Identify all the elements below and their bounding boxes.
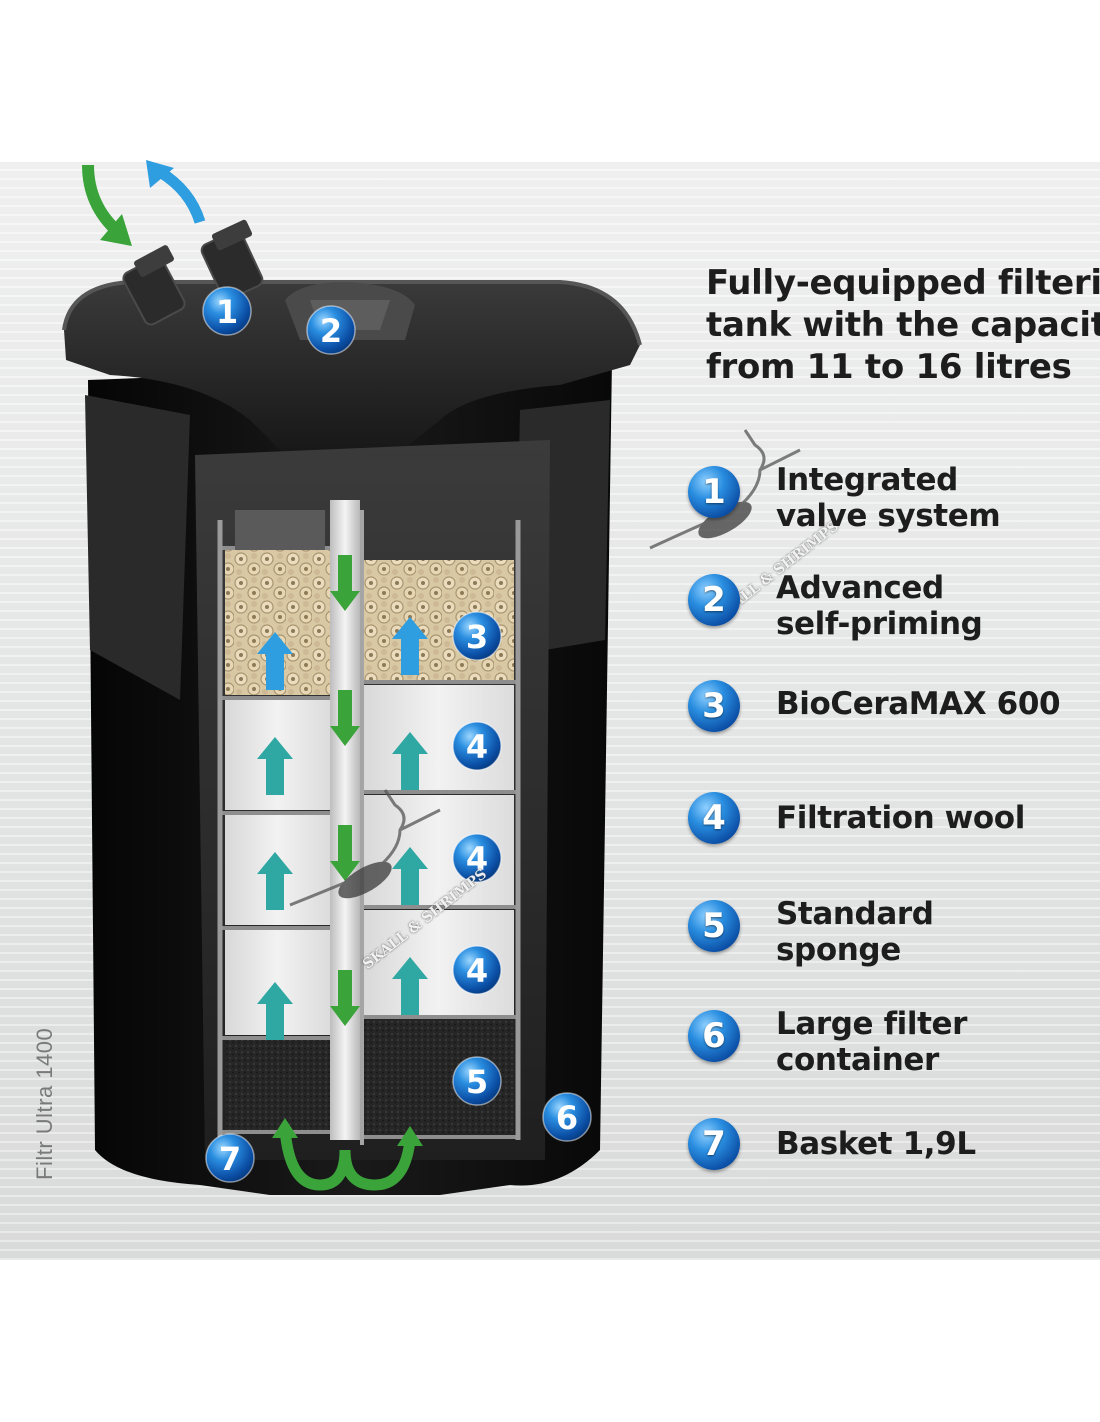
flow-in-arrow [82,164,123,237]
svg-text:6: 6 [556,1099,578,1137]
product-model-label: Filtr Ultra 1400 [32,1027,57,1180]
callout-badge: 5 [452,1056,502,1106]
callout-badge: 4 [452,721,502,771]
legend-label: Advanced self-priming [776,570,983,642]
legend-label-line: Standard [776,896,934,932]
watermark-shrimp-icon [649,429,801,550]
legend-label: Integrated valve system [776,462,1001,534]
legend-badge: 4 [688,792,740,844]
legend-label: Standard sponge [776,896,934,968]
legend-label-line: self-priming [776,606,983,642]
headline-line: Fully-equipped filterir [706,263,1100,303]
svg-text:4: 4 [466,840,488,878]
legend-item-valve-system: 1 Integrated valve system [688,462,1100,542]
callout-badge: 4 [452,833,502,883]
legend-item-standard-sponge: 5 Standard sponge [688,896,1100,978]
legend-label-line: BioCeraMAX 600 [776,686,1061,722]
svg-text:4: 4 [466,728,488,766]
tray-column-right [360,510,521,1145]
legend-badge: 7 [688,1118,740,1170]
legend-label-line: Advanced [776,570,944,606]
legend-label-line: sponge [776,932,901,968]
legend-label: Filtration wool [776,800,1025,836]
legend-badge: 5 [688,900,740,952]
legend-item-filtration-wool: 4 Filtration wool [688,792,1100,872]
headline-line: tank with the capacity [706,305,1100,345]
headline-line: from 11 to 16 litres [706,347,1072,387]
legend-label-line: Basket 1,9L [776,1126,976,1162]
callout-badge: 4 [452,945,502,995]
legend-item-basket: 7 Basket 1,9L [688,1118,1100,1198]
tray-column-left [217,510,333,1140]
svg-text:7: 7 [219,1140,241,1178]
valve-inlet [122,245,186,326]
legend-label-line: valve system [776,498,1001,534]
callout-badge: 7 [205,1133,255,1183]
legend-label: BioCeraMAX 600 [776,686,1061,722]
legend-item-self-priming: 2 Advanced self-priming [688,570,1100,650]
watermark-shrimp-icon-2 [289,789,441,907]
flow-out-arrow [157,167,206,224]
svg-text:1: 1 [216,293,238,331]
lid-rim [62,280,642,346]
legend-badge: 1 [688,466,740,518]
legend-label-line: container [776,1042,939,1078]
callout-badge: 6 [542,1092,592,1142]
legend-label-line: Filtration wool [776,800,1025,836]
svg-text:3: 3 [466,618,488,656]
flow-in-arrow-head [100,214,132,246]
legend-item-bioceramax: 3 BioCeraMAX 600 [688,680,1100,760]
flow-out-arrow-head [146,160,174,188]
legend-label: Large filter container [776,1006,967,1078]
svg-text:2: 2 [320,312,342,350]
canister-fin-left [85,395,190,700]
callout-badge: 2 [306,305,356,355]
legend-badge: 3 [688,680,740,732]
headline: Fully-equipped filterir tank with the ca… [706,262,1100,388]
bottom-flow-arrow [279,1129,416,1191]
legend-badge: 2 [688,574,740,626]
legend-label-line: Large filter [776,1006,968,1042]
callout-badges: 1 2 3 4 4 4 5 6 [202,286,592,1183]
valve-outlet [200,219,264,301]
legend-badge: 6 [688,1010,740,1062]
callout-badge: 1 [202,286,252,336]
legend-label: Basket 1,9L [776,1126,976,1162]
callout-badge: 3 [452,611,502,661]
legend-label-line: Integrated [776,462,958,498]
tray-sponge-left [225,1040,330,1130]
svg-text:5: 5 [466,1063,488,1101]
legend-item-filter-container: 6 Large filter container [688,1006,1100,1090]
svg-text:4: 4 [466,952,488,990]
